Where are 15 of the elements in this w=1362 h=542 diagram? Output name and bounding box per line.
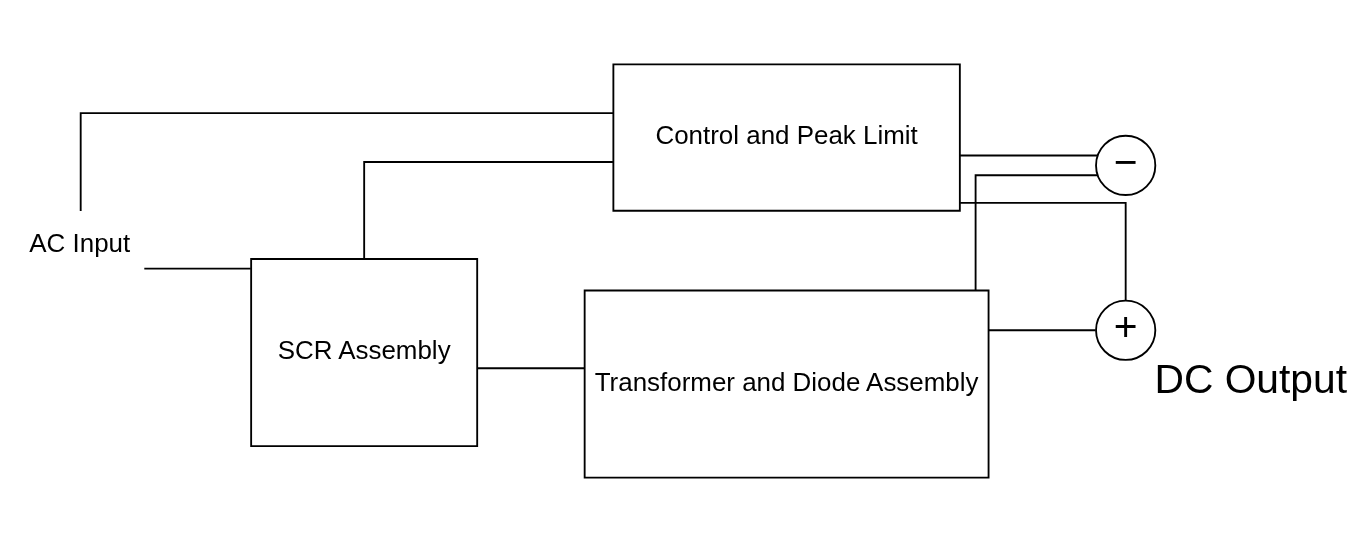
connector — [987, 329, 1097, 332]
node-circle: − — [1095, 134, 1157, 196]
connector — [959, 202, 1127, 302]
connector — [959, 154, 1099, 157]
node-label: DC Output — [1154, 355, 1347, 402]
connector — [476, 367, 586, 370]
node-box: Transformer and Diode Assembly — [583, 289, 990, 479]
node-circle: + — [1095, 299, 1157, 361]
connector — [79, 112, 614, 213]
node-box: Control and Peak Limit — [612, 63, 961, 212]
connector — [974, 174, 1099, 291]
node-text: AC Input — [29, 228, 131, 257]
node-box: SCR Assembly — [250, 258, 479, 447]
connector — [363, 161, 614, 260]
connector — [143, 267, 252, 270]
